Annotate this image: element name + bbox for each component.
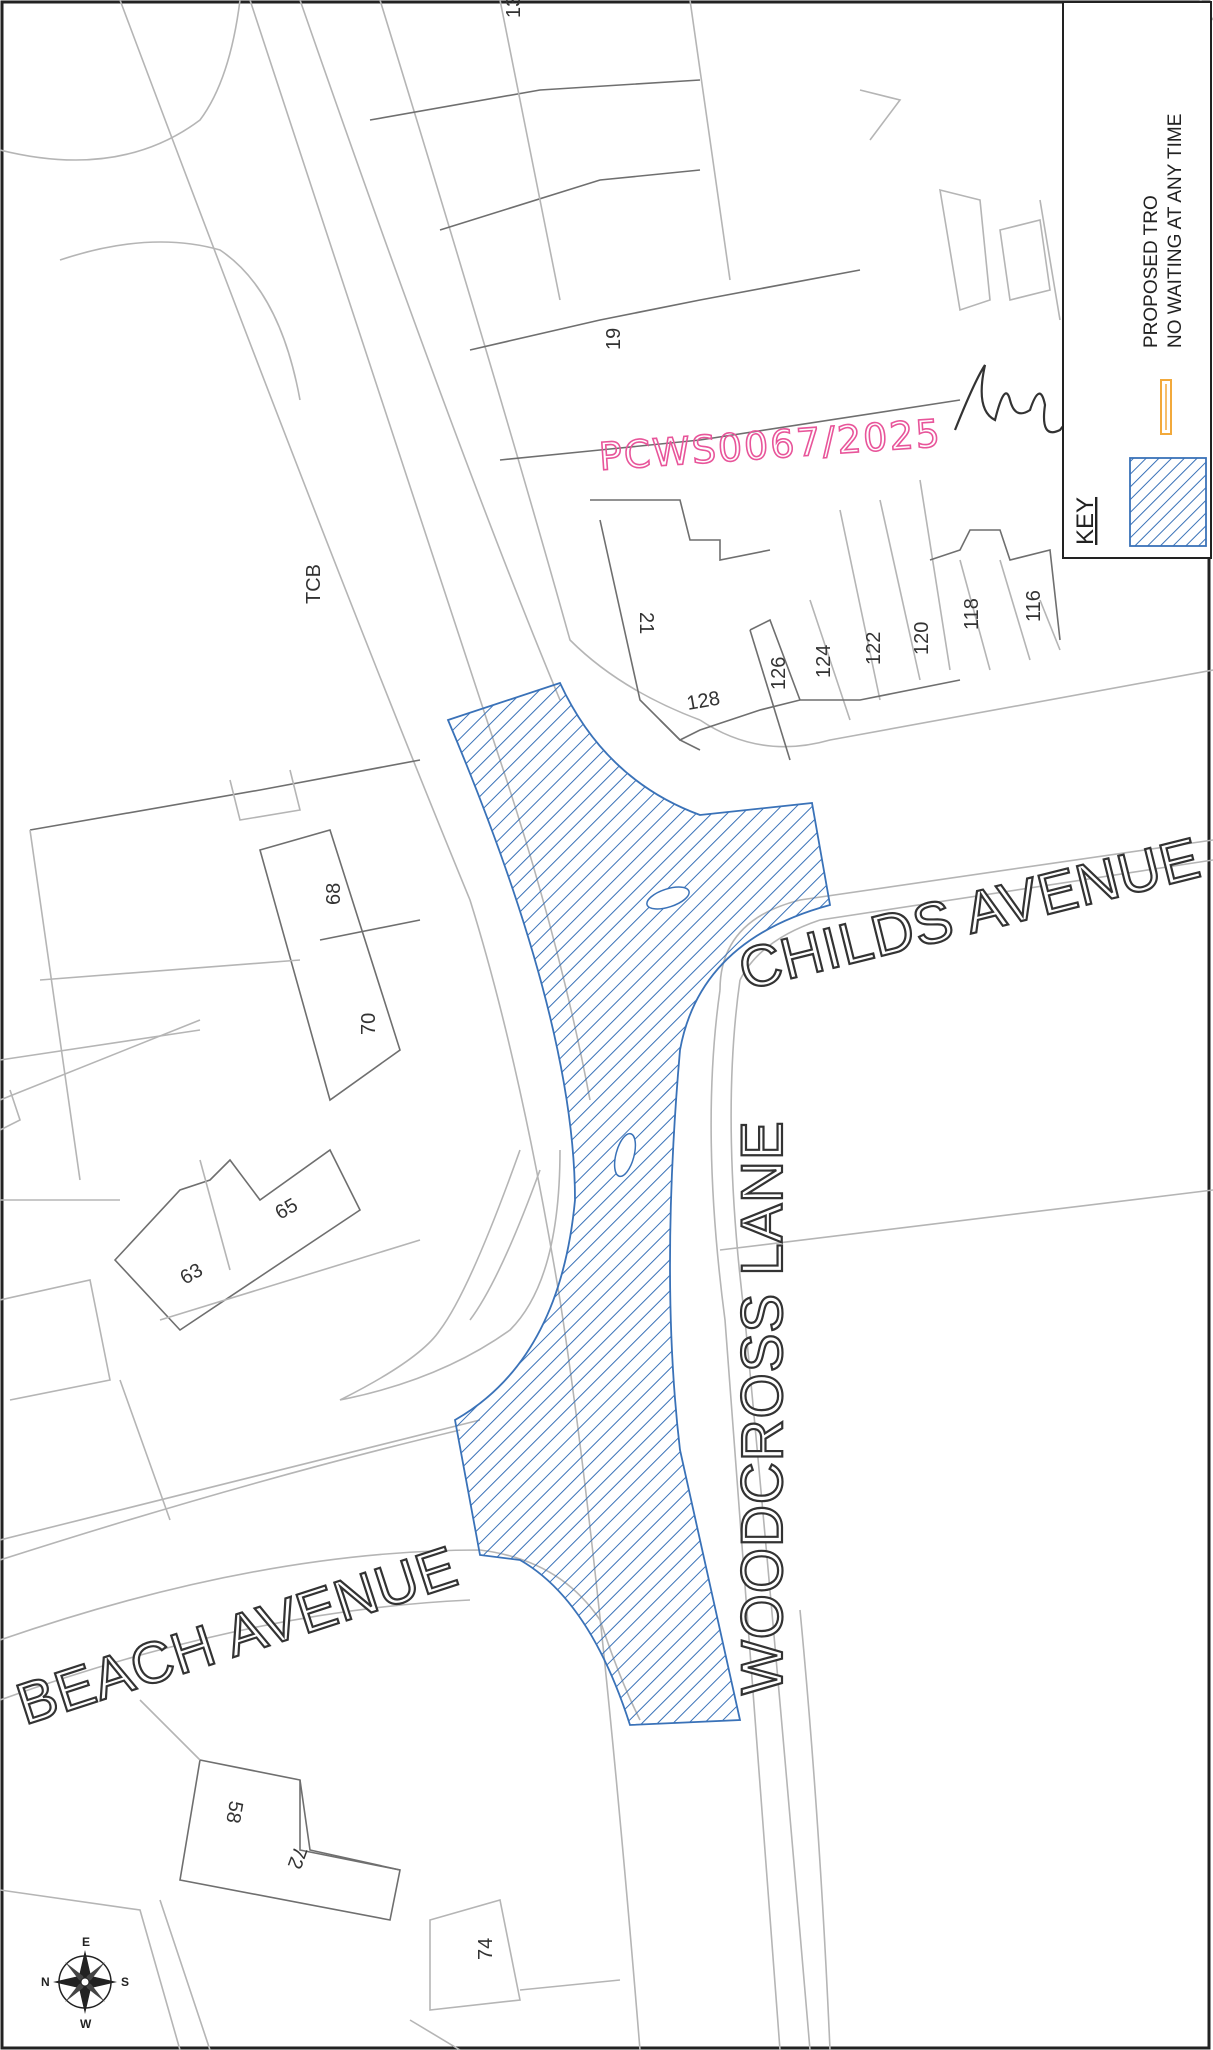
house-number: 70: [358, 1013, 380, 1035]
compass-w: W: [80, 2017, 92, 2031]
reference-mark: PCWS0067/2025: [598, 411, 944, 479]
key-hatch-swatch: [1129, 457, 1207, 547]
house-number: 74: [475, 1938, 497, 1960]
house-number: 13: [503, 0, 525, 18]
house-number: 65: [272, 1194, 302, 1224]
street-name-beach-avenue: BEACH AVENUE: [9, 1534, 466, 1738]
traffic-island: [613, 1132, 637, 1178]
compass-s: S: [121, 1975, 129, 1989]
house-numbers: 13 19 21 128 126 124 122 120 118 116 68 …: [177, 0, 1046, 1960]
house-number: 19: [603, 328, 625, 350]
handwritten-reference: PCWS0067/2025: [597, 364, 1097, 480]
tro-area: [446, 681, 832, 1726]
key-title: KEY: [1072, 497, 1099, 545]
key-label-line2: NO WAITING AT ANY TIME: [1165, 114, 1186, 348]
compass-rose: N E S W: [41, 1935, 129, 2031]
house-number: 72: [283, 1843, 311, 1871]
map-key: KEY PROPOSED TRO NO WAITING AT ANY TIME: [1062, 1, 1212, 559]
house-number: 63: [177, 1259, 207, 1289]
house-number: 58: [221, 1799, 247, 1825]
house-number: 126: [768, 657, 790, 690]
house-number: 124: [813, 645, 835, 678]
key-label-line1: PROPOSED TRO: [1141, 195, 1162, 348]
compass-n: N: [41, 1975, 50, 1989]
house-number: 120: [911, 622, 933, 655]
building-label-tcb: TCB: [303, 564, 325, 604]
house-number: 116: [1023, 590, 1045, 622]
house-number: 68: [323, 883, 345, 905]
house-number: 118: [961, 598, 983, 630]
traffic-island: [646, 886, 690, 910]
compass-e: E: [82, 1935, 90, 1949]
house-number: 128: [685, 687, 722, 714]
house-number: 21: [635, 612, 657, 634]
street-name-woodcross-lane: WOODCROSS LANE: [730, 1120, 795, 1695]
house-number: 122: [863, 632, 885, 665]
